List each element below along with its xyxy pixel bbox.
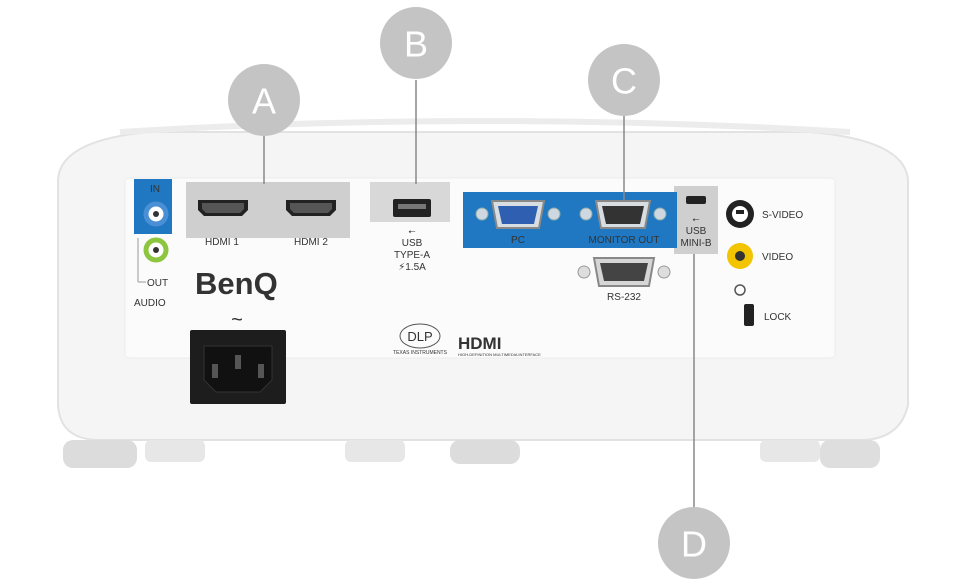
audio-label: AUDIO [134, 298, 166, 309]
callout-c: C [588, 44, 660, 116]
hdmi-ports: HDMI 1 HDMI 2 [198, 200, 336, 248]
audio-out-label: OUT [147, 278, 168, 289]
power-inlet: ~ [190, 309, 286, 404]
vga-monitor-out: MONITOR OUT [579, 200, 667, 246]
benq-logo: BenQ [195, 266, 278, 301]
pc-label: PC [511, 235, 525, 246]
monitor-out-label: MONITOR OUT [589, 235, 660, 246]
usb-a-label-2: TYPE-A [394, 250, 430, 261]
rs232-label: RS-232 [607, 292, 641, 303]
s-video-label: S-VIDEO [762, 210, 803, 221]
usb-type-a: ⭠ USB TYPE-A ⚡1.5A [393, 199, 431, 273]
dlp-logo: DLP TEXAS INSTRUMENTS [393, 323, 448, 356]
hdmi-logo: HDMI HIGH-DEFINITION MULTIMEDIA INTERFAC… [458, 334, 541, 357]
vga-pc: PC [475, 200, 561, 246]
lock-label: LOCK [764, 312, 792, 323]
video-label: VIDEO [762, 252, 793, 263]
usb-mini-label-2: MINI-B [680, 238, 711, 249]
rs232: RS-232 [577, 257, 671, 303]
usb-mini-b: ⭠ USB MINI-B [680, 196, 712, 249]
usb-icon: ⭠ [408, 226, 415, 236]
dlp-sub-text: TEXAS INSTRUMENTS [393, 350, 448, 356]
callout-c-text: C [611, 61, 637, 102]
usb-mini-icon: ⭠ [692, 214, 699, 224]
hdmi1-label: HDMI 1 [205, 237, 239, 248]
hdmi2-label: HDMI 2 [294, 237, 328, 248]
av-section: S-VIDEO VIDEO LOCK [726, 200, 803, 326]
ac-symbol: ~ [231, 309, 243, 331]
foot-center [450, 440, 520, 464]
dlp-text: DLP [407, 329, 432, 344]
callout-a-text: A [252, 81, 276, 122]
ground-icon [734, 284, 746, 296]
audio-section: IN OUT AUDIO [134, 184, 169, 309]
callout-a: A [228, 64, 300, 136]
kensington-lock-slot [744, 304, 754, 326]
foot-right [820, 440, 880, 468]
usb-mini-label-1: USB [686, 226, 707, 237]
callout-b-text: B [404, 24, 428, 65]
callout-b: B [380, 7, 452, 79]
hdmi-logo-sub: HIGH-DEFINITION MULTIMEDIA INTERFACE [458, 352, 541, 357]
projector-body [57, 118, 909, 468]
callout-d: D [658, 507, 730, 579]
usb-a-label-1: USB [402, 238, 423, 249]
usb-a-label-3: ⚡1.5A [398, 262, 426, 273]
callout-d-text: D [681, 524, 707, 565]
audio-in-label: IN [150, 184, 160, 195]
usb-mini-port [686, 196, 706, 204]
foot-left [63, 440, 137, 468]
hdmi-logo-text: HDMI [458, 334, 501, 353]
